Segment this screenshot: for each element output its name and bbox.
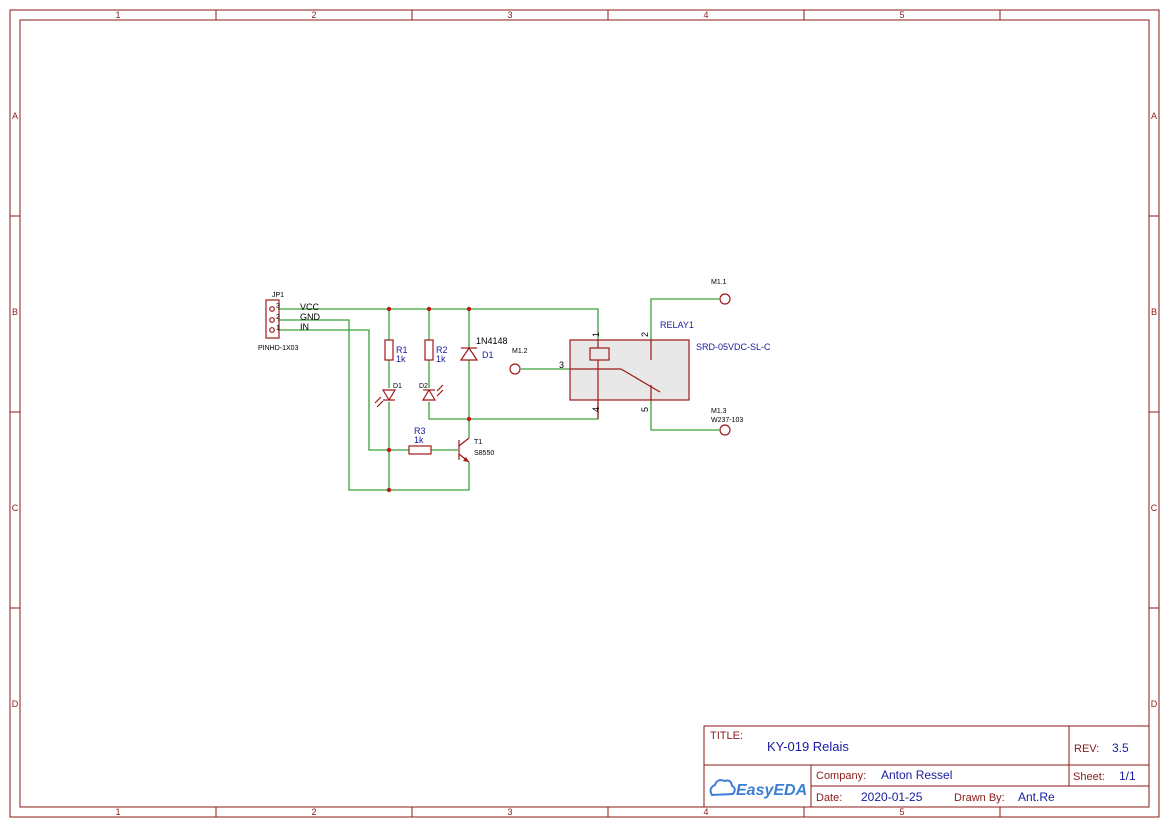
m13-value: W237-103 xyxy=(711,417,743,424)
col-label-bottom-1: 1 xyxy=(115,807,120,817)
t1-ref: T1 xyxy=(474,439,482,446)
row-label-left-d: D xyxy=(12,699,19,709)
col-label-bottom-3: 3 xyxy=(507,807,512,817)
led-d2[interactable]: D2 xyxy=(419,383,444,401)
terminal-m1-1[interactable]: M1.1 xyxy=(711,279,731,305)
relay-pin-4: 4 xyxy=(591,407,601,412)
drawn-by-value: Ant.Re xyxy=(1018,790,1055,804)
row-label-left-a: A xyxy=(12,111,18,121)
company-label: Company: xyxy=(816,770,866,782)
col-label-bottom-2: 2 xyxy=(311,807,316,817)
net-label-gnd: GND xyxy=(300,312,321,322)
r3-value: 1k xyxy=(414,435,424,445)
title-value: KY-019 Relais xyxy=(767,739,849,754)
r3-ref: R3 xyxy=(414,426,426,436)
led1-ref: D1 xyxy=(393,383,402,390)
column-dividers xyxy=(215,10,1001,817)
led-d1[interactable]: D1 xyxy=(374,383,402,408)
logo-text: EasyEDA xyxy=(736,782,807,799)
row-dividers xyxy=(10,215,1159,609)
relay-ref: RELAY1 xyxy=(660,320,694,330)
d1-ref: D1 xyxy=(482,350,494,360)
resistor-r1[interactable]: R1 1k xyxy=(384,339,408,364)
relay-pin-2: 2 xyxy=(640,332,650,337)
wire-gnd xyxy=(278,319,470,491)
jp1-pin-2: 2 xyxy=(276,314,280,321)
relay-pin-3: 3 xyxy=(559,360,564,370)
diode-d1[interactable]: 1N4148 D1 xyxy=(459,336,508,361)
cloud-icon xyxy=(709,779,736,797)
led2-ref: D2 xyxy=(419,383,428,390)
connector-jp1[interactable]: JP1 PINHD-1X03 3 2 1 xyxy=(258,292,299,352)
relay-pin-5: 5 xyxy=(640,407,650,412)
net-label-in: IN xyxy=(300,322,309,332)
date-value: 2020-01-25 xyxy=(861,790,923,804)
jp1-value: PINHD-1X03 xyxy=(258,345,299,352)
transistor-t1[interactable]: T1 S8550 xyxy=(458,437,494,463)
m11-ref: M1.1 xyxy=(711,279,727,286)
terminal-m1-3[interactable]: M1.3 W237-103 xyxy=(711,408,743,436)
relay-relay1[interactable]: 1 2 3 4 5 RELAY1 SRD-05VDC-SL-C xyxy=(559,320,771,419)
easyeda-logo: EasyEDA xyxy=(709,779,807,799)
col-label-top-4: 4 xyxy=(703,10,708,20)
row-label-right-b: B xyxy=(1151,307,1157,317)
row-label-right-d: D xyxy=(1151,699,1158,709)
col-label-bottom-4: 4 xyxy=(703,807,708,817)
col-label-top-1: 1 xyxy=(115,10,120,20)
jp1-pin-1: 1 xyxy=(276,325,280,332)
company-value: Anton Ressel xyxy=(881,768,952,782)
sheet-value: 1/1 xyxy=(1119,769,1136,783)
drawn-by-label: Drawn By: xyxy=(954,792,1005,804)
m12-ref: M1.2 xyxy=(512,348,528,355)
jp1-ref: JP1 xyxy=(272,292,284,299)
outer-frame xyxy=(9,9,1160,818)
title-label: TITLE: xyxy=(710,730,743,742)
r1-value: 1k xyxy=(396,354,406,364)
row-label-right-c: C xyxy=(1151,503,1158,513)
d1-value: 1N4148 xyxy=(476,336,508,346)
col-label-top-5: 5 xyxy=(899,10,904,20)
jp1-pin-3: 3 xyxy=(276,303,280,310)
relay-pin-1: 1 xyxy=(591,332,601,337)
rev-label: REV: xyxy=(1074,743,1099,755)
terminal-m1-2[interactable]: M1.2 xyxy=(509,348,528,375)
row-label-left-b: B xyxy=(12,307,18,317)
relay-value: SRD-05VDC-SL-C xyxy=(696,342,771,352)
junctions xyxy=(386,306,472,493)
r1-ref: R1 xyxy=(396,345,408,355)
rev-value: 3.5 xyxy=(1112,741,1129,755)
col-label-top-3: 3 xyxy=(507,10,512,20)
date-label: Date: xyxy=(816,792,842,804)
r2-ref: R2 xyxy=(436,345,448,355)
col-label-bottom-5: 5 xyxy=(899,807,904,817)
wire-vcc xyxy=(278,308,599,340)
net-label-vcc: VCC xyxy=(300,302,320,312)
m13-ref: M1.3 xyxy=(711,408,727,415)
r2-value: 1k xyxy=(436,354,446,364)
wires xyxy=(278,298,719,491)
resistor-r3[interactable]: R3 1k xyxy=(408,426,432,455)
col-label-top-2: 2 xyxy=(311,10,316,20)
resistor-r2[interactable]: R2 1k xyxy=(424,339,448,364)
inner-frame xyxy=(19,19,1150,808)
sheet-label: Sheet: xyxy=(1073,771,1105,783)
row-label-right-a: A xyxy=(1151,111,1157,121)
title-block: TITLE: KY-019 Relais REV: 3.5 Company: A… xyxy=(703,725,1150,808)
row-label-left-c: C xyxy=(12,503,19,513)
t1-value: S8550 xyxy=(474,450,494,457)
